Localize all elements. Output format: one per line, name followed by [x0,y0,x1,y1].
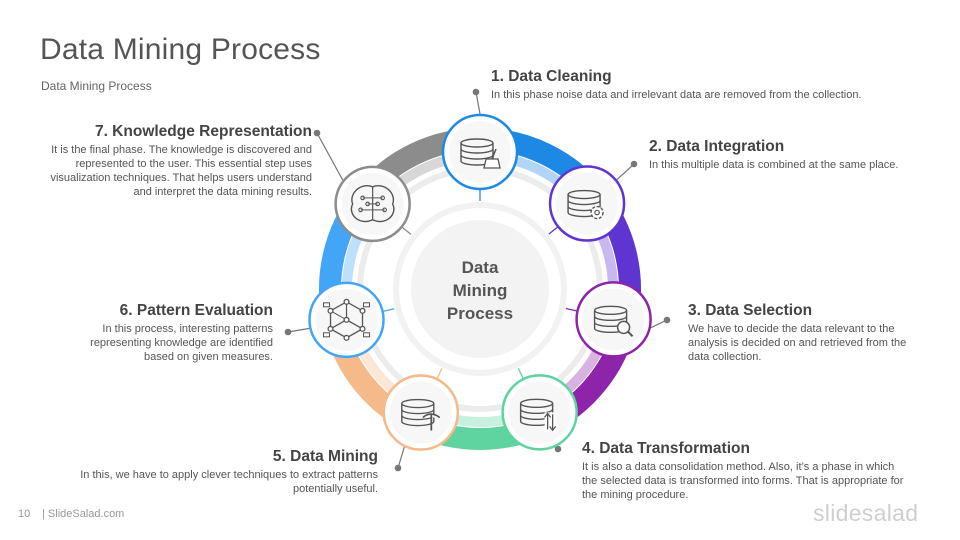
leader-lines [284,88,671,472]
database-gear-icon [567,189,604,220]
step-2-node-fill [556,172,619,235]
cube-network-icon [323,298,371,341]
step-4-description: It is also a data consolidation method. … [582,461,904,501]
center-inner-circle [411,220,549,358]
step-7-description: It is the final phase. The knowledge is … [50,144,312,198]
footer-site-link[interactable]: | SlideSalad.com [42,508,125,520]
step-1-description: In this phase noise data and irrelevant … [491,89,862,101]
step-6-title: 6. Pattern Evaluation [119,302,273,319]
step-7-node [334,165,411,243]
leader-dot-3 [663,316,671,324]
page-subtitle: Data Mining Process [41,79,152,93]
leader-line-1 [475,91,481,115]
database-search-icon [593,305,634,338]
step-5-node [382,374,460,451]
step-3-title: 3. Data Selection [688,302,813,319]
step-5-description: In this, we have to apply clever techniq… [80,469,378,495]
step-7-title: 7. Knowledge Representation [94,123,312,140]
leader-dot-6 [284,328,292,336]
step-4-node [501,374,578,451]
leader-dot-7 [313,129,321,137]
step-3-text: 3. Data Selection We have to decide the … [688,302,928,364]
step-2-description: In this multiple data is combined at the… [649,159,899,171]
center-label-line-2: Mining [453,281,508,300]
step-1-title: 1. Data Cleaning [491,68,612,85]
step-5-title: 5. Data Mining [272,448,378,465]
leader-line-2 [616,163,635,181]
center-hub: Data Mining Process [393,202,567,376]
leader-dot-2 [630,160,638,168]
center-label-line-1: Data [462,258,499,277]
brain-circuit-icon [350,185,395,223]
leader-dot-4 [554,445,562,453]
database-broom-icon [460,138,501,169]
slidesalad-logo: slidesalad [813,500,919,526]
step-1-text: 1. Data Cleaning In this phase noise dat… [491,68,921,102]
database-pickaxe-icon [401,398,441,431]
step-3-node [575,281,652,358]
leader-dot-5 [394,464,402,472]
step-4-text: 4. Data Transformation It is also a data… [582,440,907,502]
step-4-title: 4. Data Transformation [582,440,750,457]
step-1-node [441,113,519,191]
step-1-node-fill [449,121,511,183]
center-label-line-3: Process [447,304,513,323]
step-3-description: We have to decide the data relevant to t… [688,323,907,363]
step-6-text: 6. Pattern Evaluation In this process, i… [60,302,273,364]
step-3-node-fill [582,288,645,351]
leader-line-5 [397,446,405,469]
step-6-node [308,281,385,359]
leader-line-6 [287,327,310,333]
database-transform-icon [519,398,557,432]
step-5-node-fill [389,381,452,444]
leader-line-7 [316,132,344,181]
page-title: Data Mining Process [40,33,321,66]
page-number: 10 [18,508,31,520]
step-2-text: 2. Data Integration In this multiple dat… [649,138,909,172]
step-2-node [548,165,626,242]
step-7-text: 7. Knowledge Representation It is the fi… [40,123,312,199]
step-6-description: In this process, interesting patterns re… [90,323,273,363]
step-4-node-fill [508,381,571,444]
step-nodes [308,113,652,451]
leader-dot-1 [472,88,480,96]
step-5-text: 5. Data Mining In this, we have to apply… [40,448,378,496]
step-2-title: 2. Data Integration [649,138,785,155]
